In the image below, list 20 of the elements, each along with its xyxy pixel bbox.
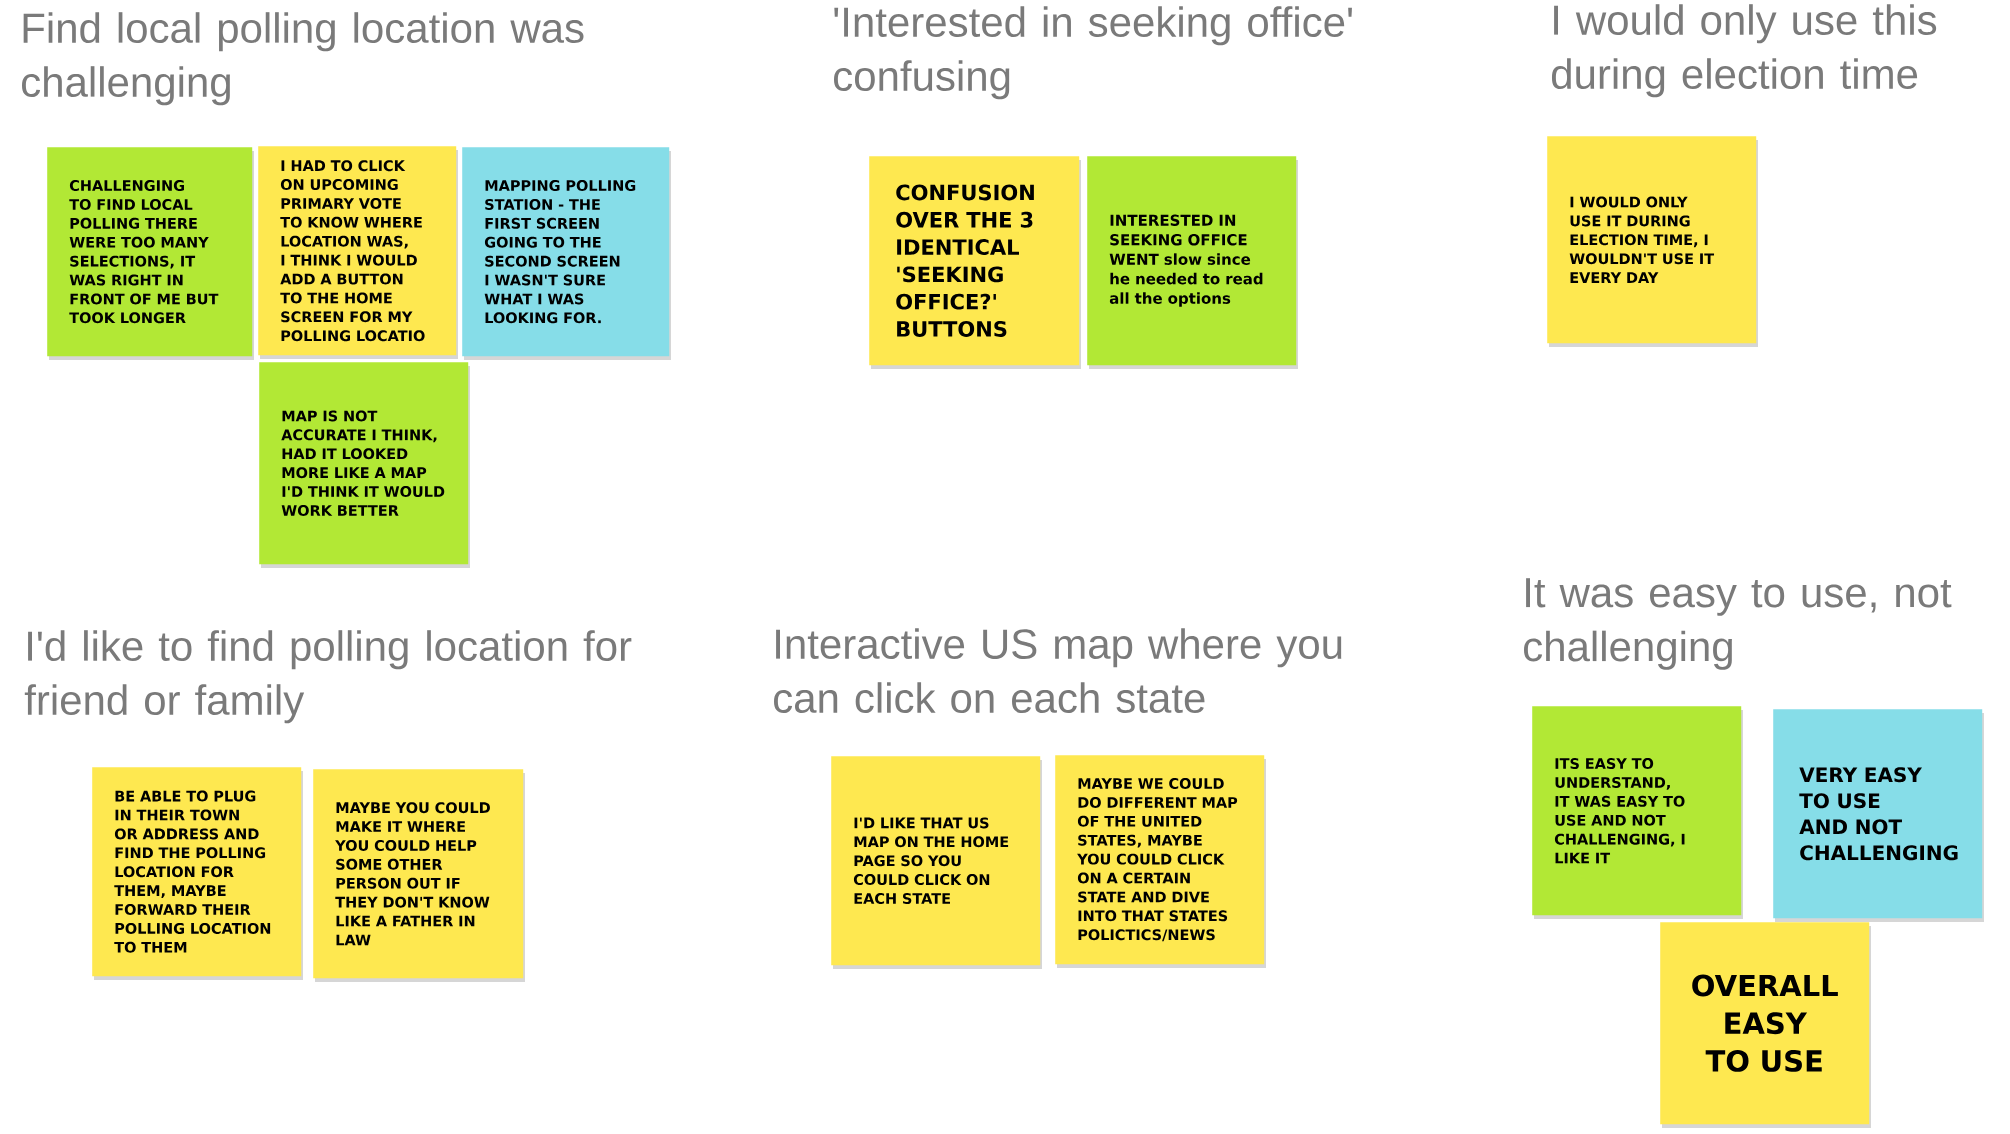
cluster-heading: It was easy to use, not challenging xyxy=(1524,578,1952,670)
cluster-heading: Interactive US map where you can click on each state xyxy=(774,628,1342,714)
sticky-note: I WOULD ONLY USE IT DURING ELECTION TIME, I WOULDN'T USE IT EVERY DAY xyxy=(1547,136,1758,347)
cluster-heading: I would only use this during election time xyxy=(1551,4,1937,98)
sticky-note: MAYBE YOU COULD MAKE IT WHERE YOU COULD HELP SOME OTHER PERSON OUT IF THEY DON'T KNOW LIKE A FATHER IN LAW xyxy=(313,769,525,982)
sticky-note: MAYBE WE COULD DO DIFFERENT MAP OF THE UNITED STATES, MAYBE YOU COULD CLICK ON A CERTAIN STATE AND DIVE INTO THAT STATES POLICTICS/NEWS xyxy=(1055,755,1266,968)
sticky-note: VERY EASY TO USE AND NOT CHALLENGING xyxy=(1773,709,1984,922)
sticky-note: CHALLENGING TO FIND LOCAL POLLING THERE WERE TOO MANY SELECTIONS, IT WAS RIGHT IN FRONT OF ME BUT TOOK LONGER xyxy=(47,147,254,360)
cluster-heading: I'd like to find polling location for friend or family xyxy=(24,630,632,724)
sticky-note: BE ABLE TO PLUG IN THEIR TOWN OR ADDRESS AND FIND THE POLLING LOCATION FOR THEM, MAYBE FORWARD THEIR POLLING LOCATION TO THEM xyxy=(92,767,303,980)
cluster-heading: Find local polling location was challenging xyxy=(22,12,584,106)
sticky-note: MAP IS NOT ACCURATE I THINK, HAD IT LOOKED MORE LIKE A MAP I'D THINK IT WOULD WORK BETTER xyxy=(259,362,470,568)
cluster-heading: 'Interested in seeking office' confusing xyxy=(834,6,1352,100)
sticky-note: ITS EASY TO UNDERSTAND, IT WAS EASY TO USE AND NOT CHALLENGING, I LIKE IT xyxy=(1532,706,1743,919)
sticky-note: I'D LIKE THAT US MAP ON THE HOME PAGE SO YOU COULD CLICK ON EACH STATE xyxy=(831,756,1042,969)
sticky-note: I HAD TO CLICK ON UPCOMING PRIMARY VOTE TO KNOW WHERE LOCATION WAS, I THINK I WOULD ADD A BUTTON TO THE HOME SCREEN FOR MY POLLING LOCATIO xyxy=(258,146,458,359)
sticky-note: OVERALL EASY TO USE xyxy=(1660,922,1871,1128)
sticky-note: CONFUSION OVER THE 3 IDENTICAL 'SEEKING OFFICE?' BUTTONS xyxy=(869,156,1081,369)
sticky-note: INTERESTED IN SEEKING OFFICE WENT slow since he needed to read all the options xyxy=(1087,156,1298,369)
sticky-note: MAPPING POLLING STATION - THE FIRST SCREEN GOING TO THE SECOND SCREEN I WASN'T SURE WHAT I WAS LOOKING FOR. xyxy=(462,147,671,360)
